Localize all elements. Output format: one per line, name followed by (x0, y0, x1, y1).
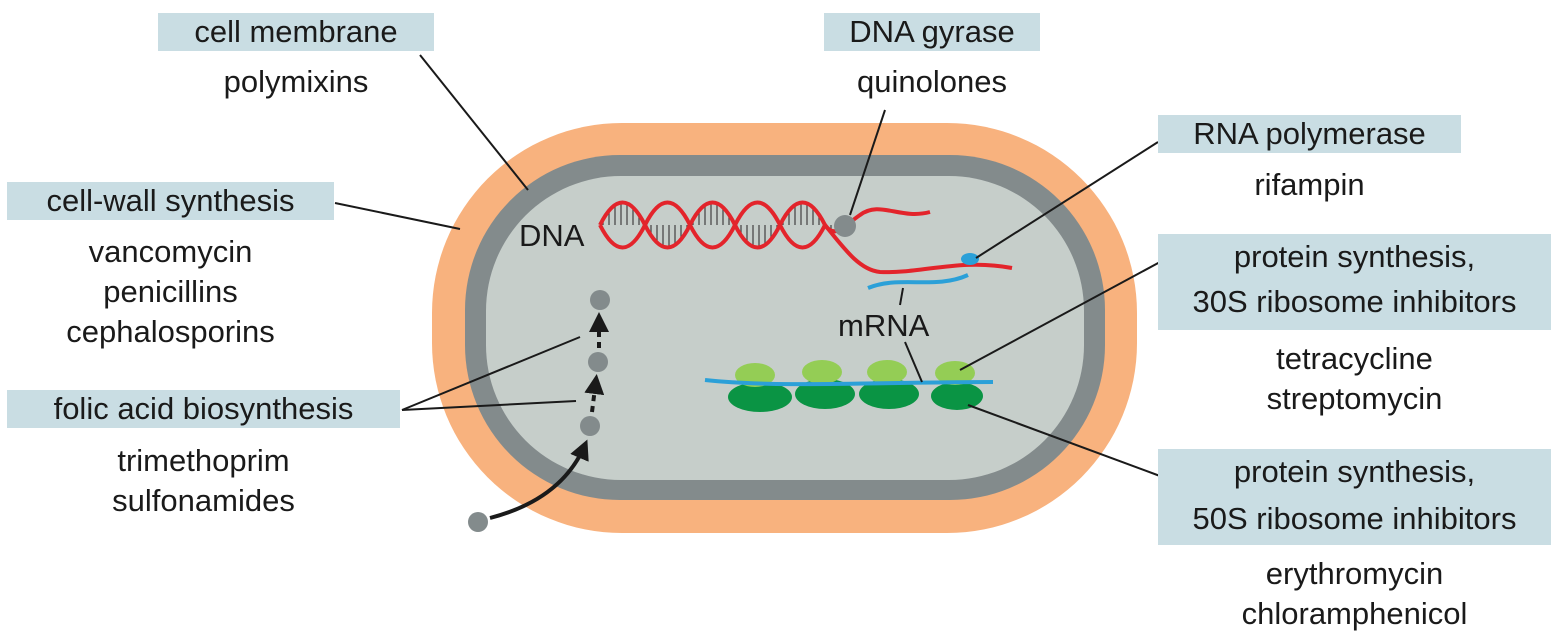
pathway-arrow-icon (584, 374, 605, 413)
ribosome-30s-target-line-1: protein synthesis, (1233, 239, 1476, 274)
cell-wall-drug-2: penicillins (103, 274, 238, 309)
rna-polymerase-target: RNA polymerase (1158, 115, 1461, 153)
dna-gyrase-drug: quinolones (857, 64, 1007, 99)
leader-line-50s (967, 404, 1161, 477)
folic-acid-target: folic acid biosynthesis (7, 390, 400, 428)
ribosome-50s-drug-1: erythromycin (1265, 556, 1444, 591)
mrna-label: mRNA (838, 308, 930, 343)
leader-line-mrna (899, 287, 904, 306)
cell-membrane-target: cell membrane (158, 13, 434, 51)
leader-line-mrna-ribosome (904, 341, 923, 383)
ribosome-50s-target-line-2: 50S ribosome inhibitors (1192, 501, 1517, 536)
mrna-transcript (867, 273, 969, 290)
cell-wall-drug-3: cephalosporins (66, 314, 275, 349)
cell-wall-drug-1: vancomycin (88, 234, 253, 269)
folate-pathway (468, 290, 610, 532)
mrna-on-ribosomes (704, 378, 994, 387)
leader-line-30s (959, 261, 1161, 371)
rna-polymerase-icon (961, 253, 979, 265)
leader-line-rna-polymerase (975, 141, 1159, 259)
ribosome-30s-target-line-2: 30S ribosome inhibitors (1192, 284, 1517, 319)
rna-polymerase-drug: rifampin (1254, 167, 1365, 202)
ribosome-50s-drug-2: chloramphenicol (1241, 596, 1468, 631)
cell-membrane-drug: polymixins (223, 64, 369, 99)
metabolite-icon (580, 416, 600, 436)
dna-double-helix (598, 200, 1013, 275)
cytoplasm (486, 176, 1084, 480)
cell-wall-target: cell-wall synthesis (7, 182, 334, 220)
metabolite-icon (468, 512, 488, 532)
leader-line-dna-gyrase (849, 109, 886, 216)
pathway-arrow-icon (489, 439, 589, 520)
metabolite-icon (590, 290, 610, 310)
leader-line-folic-2 (401, 400, 577, 411)
leader-lines (334, 54, 1161, 477)
ribosome-30s-target: protein synthesis, 30S ribosome inhibito… (1158, 234, 1551, 330)
dna-strand-2 (598, 200, 1013, 275)
dna-gyrase-dot (834, 215, 856, 237)
leader-line-cell-wall (334, 202, 461, 230)
ribosome-50s-target: protein synthesis, 50S ribosome inhibito… (1158, 449, 1551, 545)
ribosome-30s-drug-2: streptomycin (1266, 381, 1443, 416)
folic-acid-drug-1: trimethoprim (117, 443, 290, 478)
dna-gyrase-target: DNA gyrase (824, 13, 1040, 51)
leader-line-folic-1 (401, 336, 581, 411)
dna-label: DNA (519, 218, 585, 253)
folic-acid-drug-2: sulfonamides (112, 483, 295, 518)
metabolite-icon (588, 352, 608, 372)
dna-strand-1 (598, 200, 931, 250)
ribosome-50s-target-line-1: protein synthesis, (1233, 454, 1476, 489)
ribosome-30s-drug-1: tetracycline (1276, 341, 1433, 376)
leader-line-cell-membrane (419, 54, 529, 191)
